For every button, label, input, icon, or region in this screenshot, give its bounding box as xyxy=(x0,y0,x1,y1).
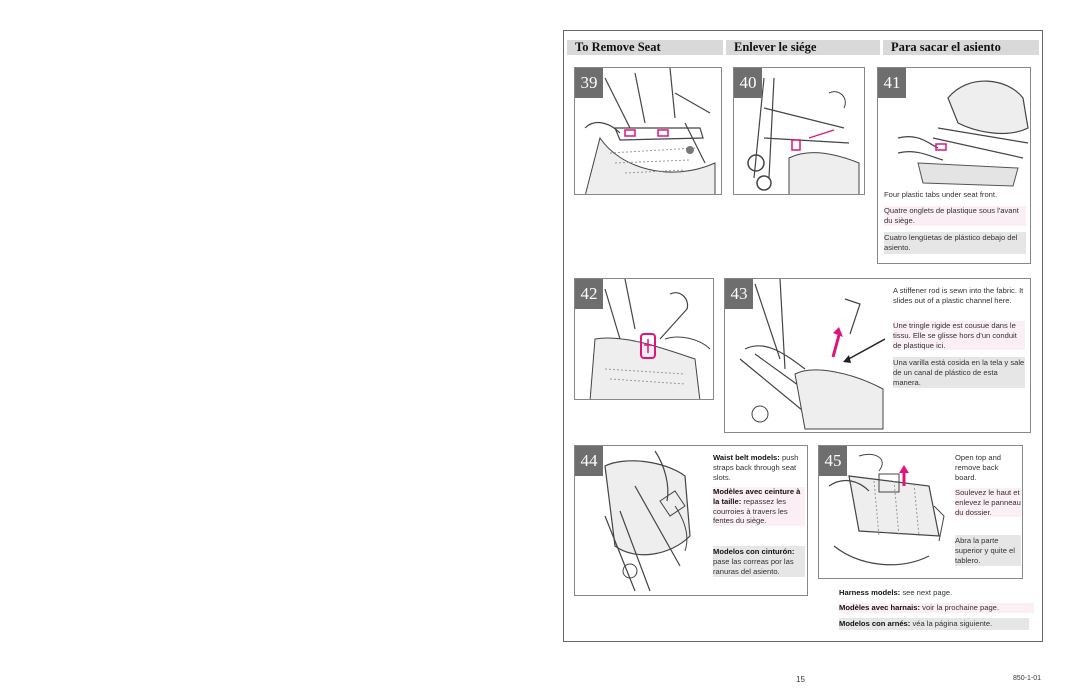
step-41-spanish: Cuatro lengüetas de plástico debajo del … xyxy=(884,232,1026,254)
instruction-frame xyxy=(563,30,1043,642)
step-39-number: 39 xyxy=(575,68,603,98)
step-43-panel: 43 A stiffener rod is sewn into the fabr… xyxy=(724,278,1031,433)
header-spanish: Para sacar el asiento xyxy=(883,40,1039,55)
step-44-illustration xyxy=(604,450,691,592)
harness-spanish-text: véa la página siguiente. xyxy=(912,619,993,628)
step-43-illustration xyxy=(739,279,885,430)
harness-french-text: voir la prochaine page. xyxy=(922,603,1000,612)
step-41-panel: 41 Four plastic tabs under seat front. Q… xyxy=(877,67,1031,264)
step-44-english-label: Waist belt models: xyxy=(713,453,780,462)
step-44-french-label: Modèles avec ceinture à la taille: xyxy=(713,487,801,506)
harness-english-text: see next page. xyxy=(902,588,953,597)
step-39-illustration xyxy=(584,68,716,194)
step-44-spanish-label: Modelos con cinturón: xyxy=(713,547,795,556)
page-number: 15 xyxy=(796,675,805,684)
harness-note-french: Modèles avec harnais: voir la prochaine … xyxy=(839,603,1034,613)
step-45-illustration xyxy=(828,453,945,566)
step-43-number: 43 xyxy=(725,279,753,309)
step-39-panel: 39 xyxy=(574,67,722,195)
step-45-spanish: Abra la parte superior y quite el tabler… xyxy=(955,535,1021,567)
harness-note-spanish: Modelos con arnés: véa la página siguien… xyxy=(839,618,1029,630)
step-43-spanish: Una varilla está cosida en la tela y sal… xyxy=(893,357,1025,389)
step-41-french: Quatre onglets de plastique sous l'avant… xyxy=(884,206,1026,226)
harness-spanish-label: Modelos con arnés: xyxy=(839,619,911,628)
step-44-french: Modèles avec ceinture à la taille: repas… xyxy=(713,487,805,527)
step-44-english-text: push straps back through seat slots. xyxy=(713,453,799,482)
step-40-number: 40 xyxy=(734,68,762,98)
step-44-french-text: repassez les courroies à travers les fen… xyxy=(713,496,788,526)
step-44-english: Waist belt models: push straps back thro… xyxy=(713,453,805,482)
step-45-english: Open top and remove back board. xyxy=(955,453,1002,482)
step-40-panel: 40 xyxy=(733,67,865,195)
step-42-illustration xyxy=(589,279,711,399)
harness-note-english: Harness models: see next page. xyxy=(839,588,1034,598)
step-42-number: 42 xyxy=(575,279,603,309)
step-43-french: Une tringle rigide est cousue dans le ti… xyxy=(893,321,1025,351)
step-44-spanish: Modelos con cinturón: pase las correas p… xyxy=(713,546,805,578)
step-44-panel: 44 Waist belt models: push straps back t… xyxy=(574,445,808,596)
step-43-english: A stiffener rod is sewn into the fabric.… xyxy=(893,286,1024,305)
step-45-panel: 45 Open top and remove back board. Soule… xyxy=(818,445,1023,579)
step-44-spanish-text: pase las correas por las ranuras del asi… xyxy=(713,556,794,576)
step-45-number: 45 xyxy=(819,446,847,476)
harness-french-label: Modèles avec harnais: xyxy=(839,603,921,612)
step-40-illustration xyxy=(747,77,860,194)
document-code: 850-1-01 xyxy=(1013,675,1042,682)
step-41-number: 41 xyxy=(878,68,906,98)
step-42-panel: 42 xyxy=(574,278,714,400)
step-44-number: 44 xyxy=(575,446,603,476)
header-french: Enlever le siége xyxy=(726,40,880,55)
header-english: To Remove Seat xyxy=(567,40,723,55)
step-41-illustration xyxy=(897,80,1029,187)
step-45-french: Soulevez le haut et enlevez le panneau d… xyxy=(955,488,1021,518)
step-41-english: Four plastic tabs under seat front. xyxy=(884,190,998,199)
harness-english-label: Harness models: xyxy=(839,588,901,597)
